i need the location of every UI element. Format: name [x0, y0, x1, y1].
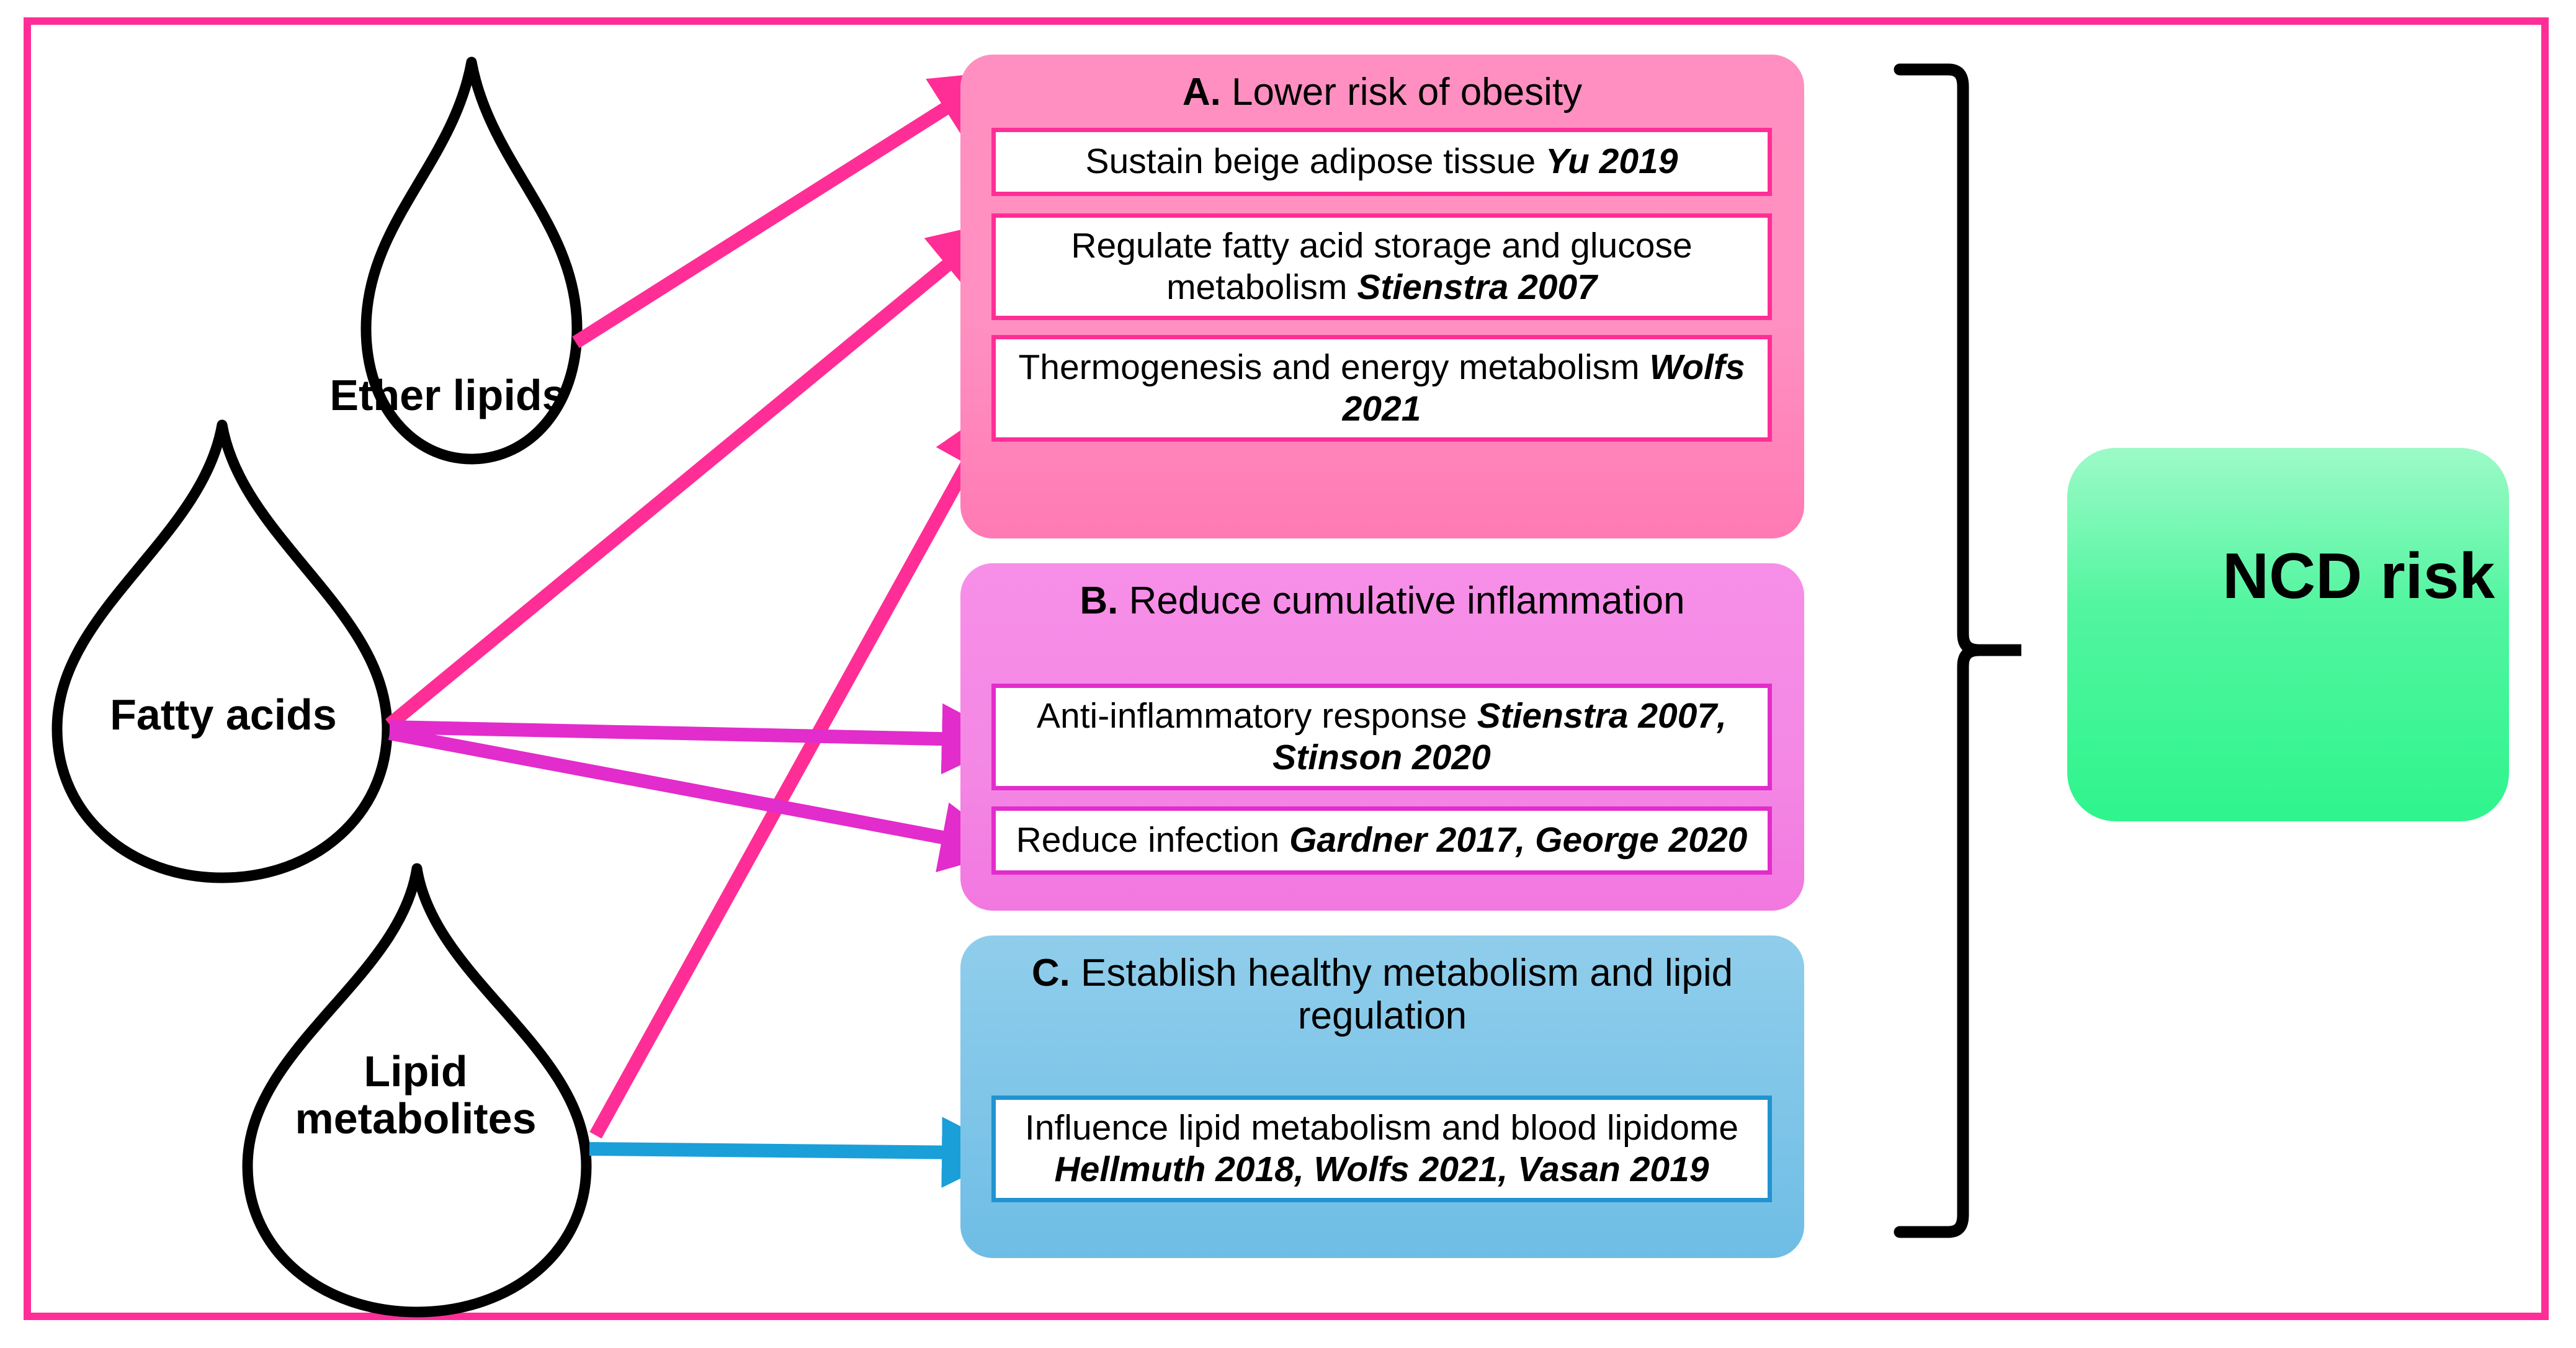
panel-c-statement-1[interactable]: Influence lipid metabolism and blood lip…	[991, 1096, 1772, 1202]
panel-c-title-text: Establish healthy metabolism and lipid r…	[1070, 952, 1733, 1038]
panel-a-statement-2[interactable]: Regulate fatty acid storage and glucose …	[991, 213, 1772, 320]
panel-c-letter: C.	[1031, 952, 1070, 994]
panel-b-statement-2-text: Reduce infection	[1016, 820, 1290, 860]
panel-a-title-text: Lower risk of obesity	[1220, 71, 1583, 114]
panel-a-statement-1-text: Sustain beige adipose tissue	[1085, 141, 1546, 182]
panel-b-statement-1-citation: Stienstra 2007, Stinson 2020	[1272, 695, 1727, 777]
panel-b-statement-1[interactable]: Anti-inflammatory response Stienstra 200…	[991, 684, 1772, 790]
panel-b-reduce-cumulative-inflammation: B. Reduce cumulative inflammation Anti-i…	[960, 563, 1804, 911]
panel-b-letter: B.	[1080, 579, 1119, 622]
panel-a-title: A. Lower risk of obesity	[960, 71, 1804, 114]
panel-b-statement-2[interactable]: Reduce infection Gardner 2017, George 20…	[991, 806, 1772, 875]
panel-a-statement-3[interactable]: Thermogenesis and energy metabolism Wolf…	[991, 335, 1772, 442]
panel-c-establish-healthy-metabolism: C. Establish healthy metabolism and lipi…	[960, 935, 1804, 1258]
ncd-risk-outcome-box: NCD risk	[2067, 448, 2509, 821]
panel-b-statement-2-citation: Gardner 2017, George 2020	[1289, 820, 1748, 860]
panel-a-statement-1[interactable]: Sustain beige adipose tissue Yu 2019	[991, 128, 1772, 196]
droplet-label-fatty-acids: Fatty acids	[110, 690, 337, 739]
panel-a-statement-3-citation: Wolfs 2021	[1342, 347, 1745, 429]
ncd-risk-label: NCD risk	[2222, 540, 2495, 612]
panel-b-title: B. Reduce cumulative inflammation	[960, 579, 1804, 622]
figure-border	[24, 17, 2549, 1320]
panel-b-statement-1-text: Anti-inflammatory response	[1036, 695, 1477, 736]
panel-a-statement-2-text: Regulate fatty acid storage and glucose …	[1071, 225, 1693, 307]
droplet-label-lipid-metabolites: Lipid metabolites	[295, 1047, 537, 1143]
panel-a-statement-2-citation: Stienstra 2007	[1357, 267, 1597, 307]
panel-c-statement-1-text: Influence lipid metabolism and blood lip…	[1024, 1107, 1739, 1148]
panel-c-title: C. Establish healthy metabolism and lipi…	[960, 952, 1804, 1038]
panel-a-letter: A.	[1182, 71, 1221, 114]
panel-a-statement-3-text: Thermogenesis and energy metabolism	[1018, 347, 1650, 387]
panel-a-lower-risk-of-obesity: A. Lower risk of obesity Sustain beige a…	[960, 55, 1804, 538]
panel-b-title-text: Reduce cumulative inflammation	[1118, 579, 1685, 622]
panel-a-statement-1-citation: Yu 2019	[1545, 141, 1678, 182]
panel-c-statement-1-citation: Hellmuth 2018, Wolfs 2021, Vasan 2019	[1054, 1149, 1709, 1189]
droplet-label-ether-lipids: Ether lipids	[329, 371, 566, 419]
